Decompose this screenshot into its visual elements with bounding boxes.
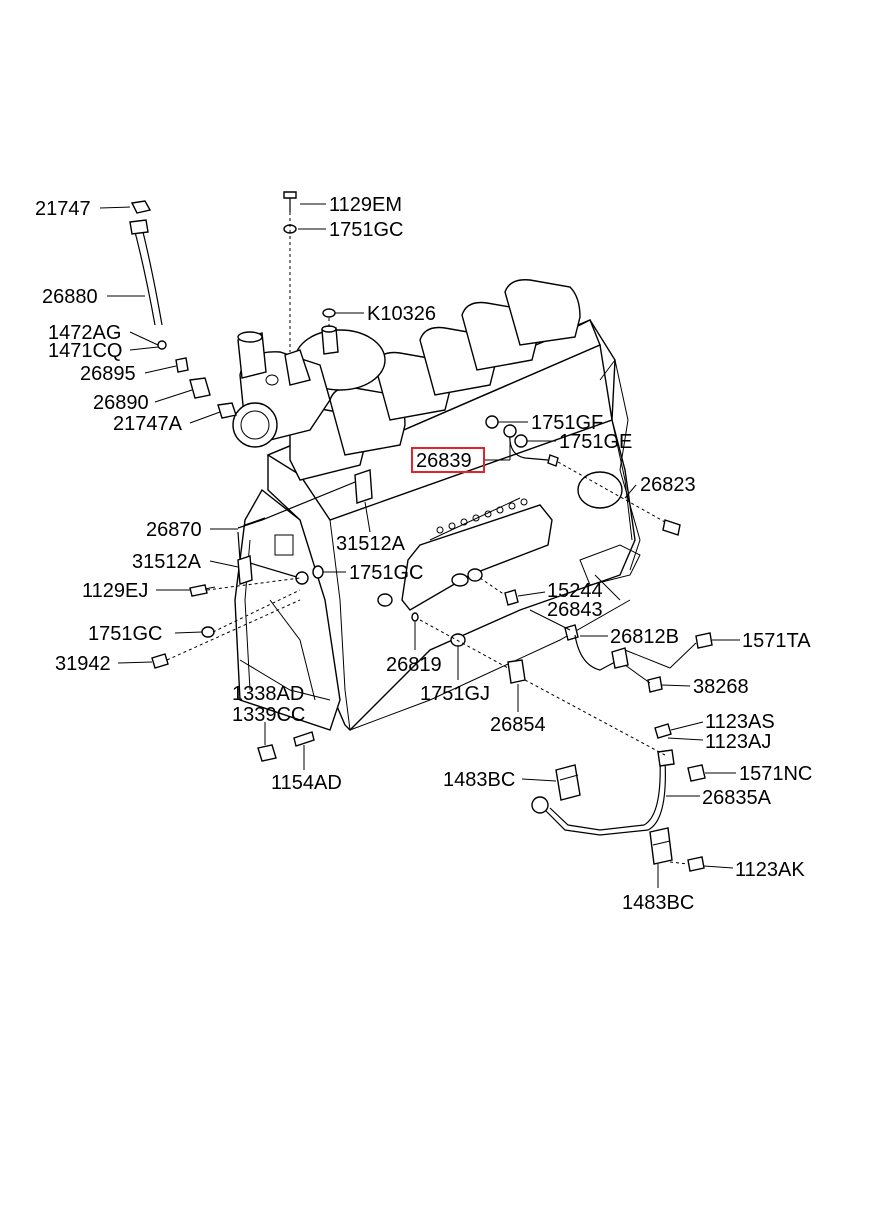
label-1751gc-top[interactable]: 1751GC bbox=[329, 219, 404, 241]
label-26843[interactable]: 26843 bbox=[547, 599, 603, 621]
label-26835a[interactable]: 26835A bbox=[702, 787, 772, 809]
label-31942[interactable]: 31942 bbox=[55, 653, 111, 675]
label-1751gf[interactable]: 1751GF bbox=[531, 412, 603, 434]
label-1471cq[interactable]: 1471CQ bbox=[48, 340, 123, 362]
label-15244[interactable]: 15244 bbox=[547, 580, 603, 602]
label-31512a-right[interactable]: 31512A bbox=[336, 533, 406, 555]
label-1123aj[interactable]: 1123AJ bbox=[705, 731, 771, 753]
label-26870[interactable]: 26870 bbox=[146, 519, 202, 541]
label-21747a[interactable]: 21747A bbox=[113, 413, 183, 435]
label-1483bc-bottom[interactable]: 1483BC bbox=[622, 892, 694, 914]
turbocharger bbox=[232, 325, 386, 448]
leader-lines bbox=[99, 203, 740, 888]
label-k10326[interactable]: K10326 bbox=[367, 303, 436, 325]
label-1571nc[interactable]: 1571NC bbox=[739, 763, 812, 785]
label-26890[interactable]: 26890 bbox=[93, 392, 149, 414]
label-1129em[interactable]: 1129EM bbox=[329, 194, 402, 216]
label-1123as[interactable]: 1123AS bbox=[705, 711, 775, 733]
label-26895[interactable]: 26895 bbox=[80, 363, 136, 385]
label-26819[interactable]: 26819 bbox=[386, 654, 442, 676]
label-1751gc-mid[interactable]: 1751GC bbox=[349, 562, 424, 584]
label-1338ad[interactable]: 1338AD bbox=[232, 683, 304, 705]
label-26812b[interactable]: 26812B bbox=[610, 626, 679, 648]
label-26839[interactable]: 26839 bbox=[416, 450, 472, 472]
highlight-box-26839 bbox=[411, 447, 485, 473]
label-26880[interactable]: 26880 bbox=[42, 286, 98, 308]
label-38268[interactable]: 38268 bbox=[693, 676, 749, 698]
label-1339cc[interactable]: 1339CC bbox=[232, 704, 305, 726]
label-1483bc-top[interactable]: 1483BC bbox=[443, 769, 515, 791]
part-labels: 21747 26880 1472AG 1471CQ 26895 26890 21… bbox=[35, 194, 812, 914]
label-1751gc-low[interactable]: 1751GC bbox=[88, 623, 163, 645]
label-1123ak[interactable]: 1123AK bbox=[735, 859, 805, 881]
label-1129ej[interactable]: 1129EJ bbox=[82, 580, 148, 602]
small-parts bbox=[129, 191, 713, 872]
label-26854[interactable]: 26854 bbox=[490, 714, 546, 736]
label-1751ge[interactable]: 1751GE bbox=[559, 431, 632, 453]
label-21747[interactable]: 21747 bbox=[35, 198, 91, 220]
label-1154ad[interactable]: 1154AD bbox=[271, 772, 342, 794]
label-1472ag[interactable]: 1472AG bbox=[48, 322, 121, 344]
label-26823[interactable]: 26823 bbox=[640, 474, 696, 496]
label-1571ta[interactable]: 1571TA bbox=[742, 630, 811, 652]
label-31512a-left[interactable]: 31512A bbox=[132, 551, 202, 573]
label-1751gj[interactable]: 1751GJ bbox=[420, 683, 490, 705]
